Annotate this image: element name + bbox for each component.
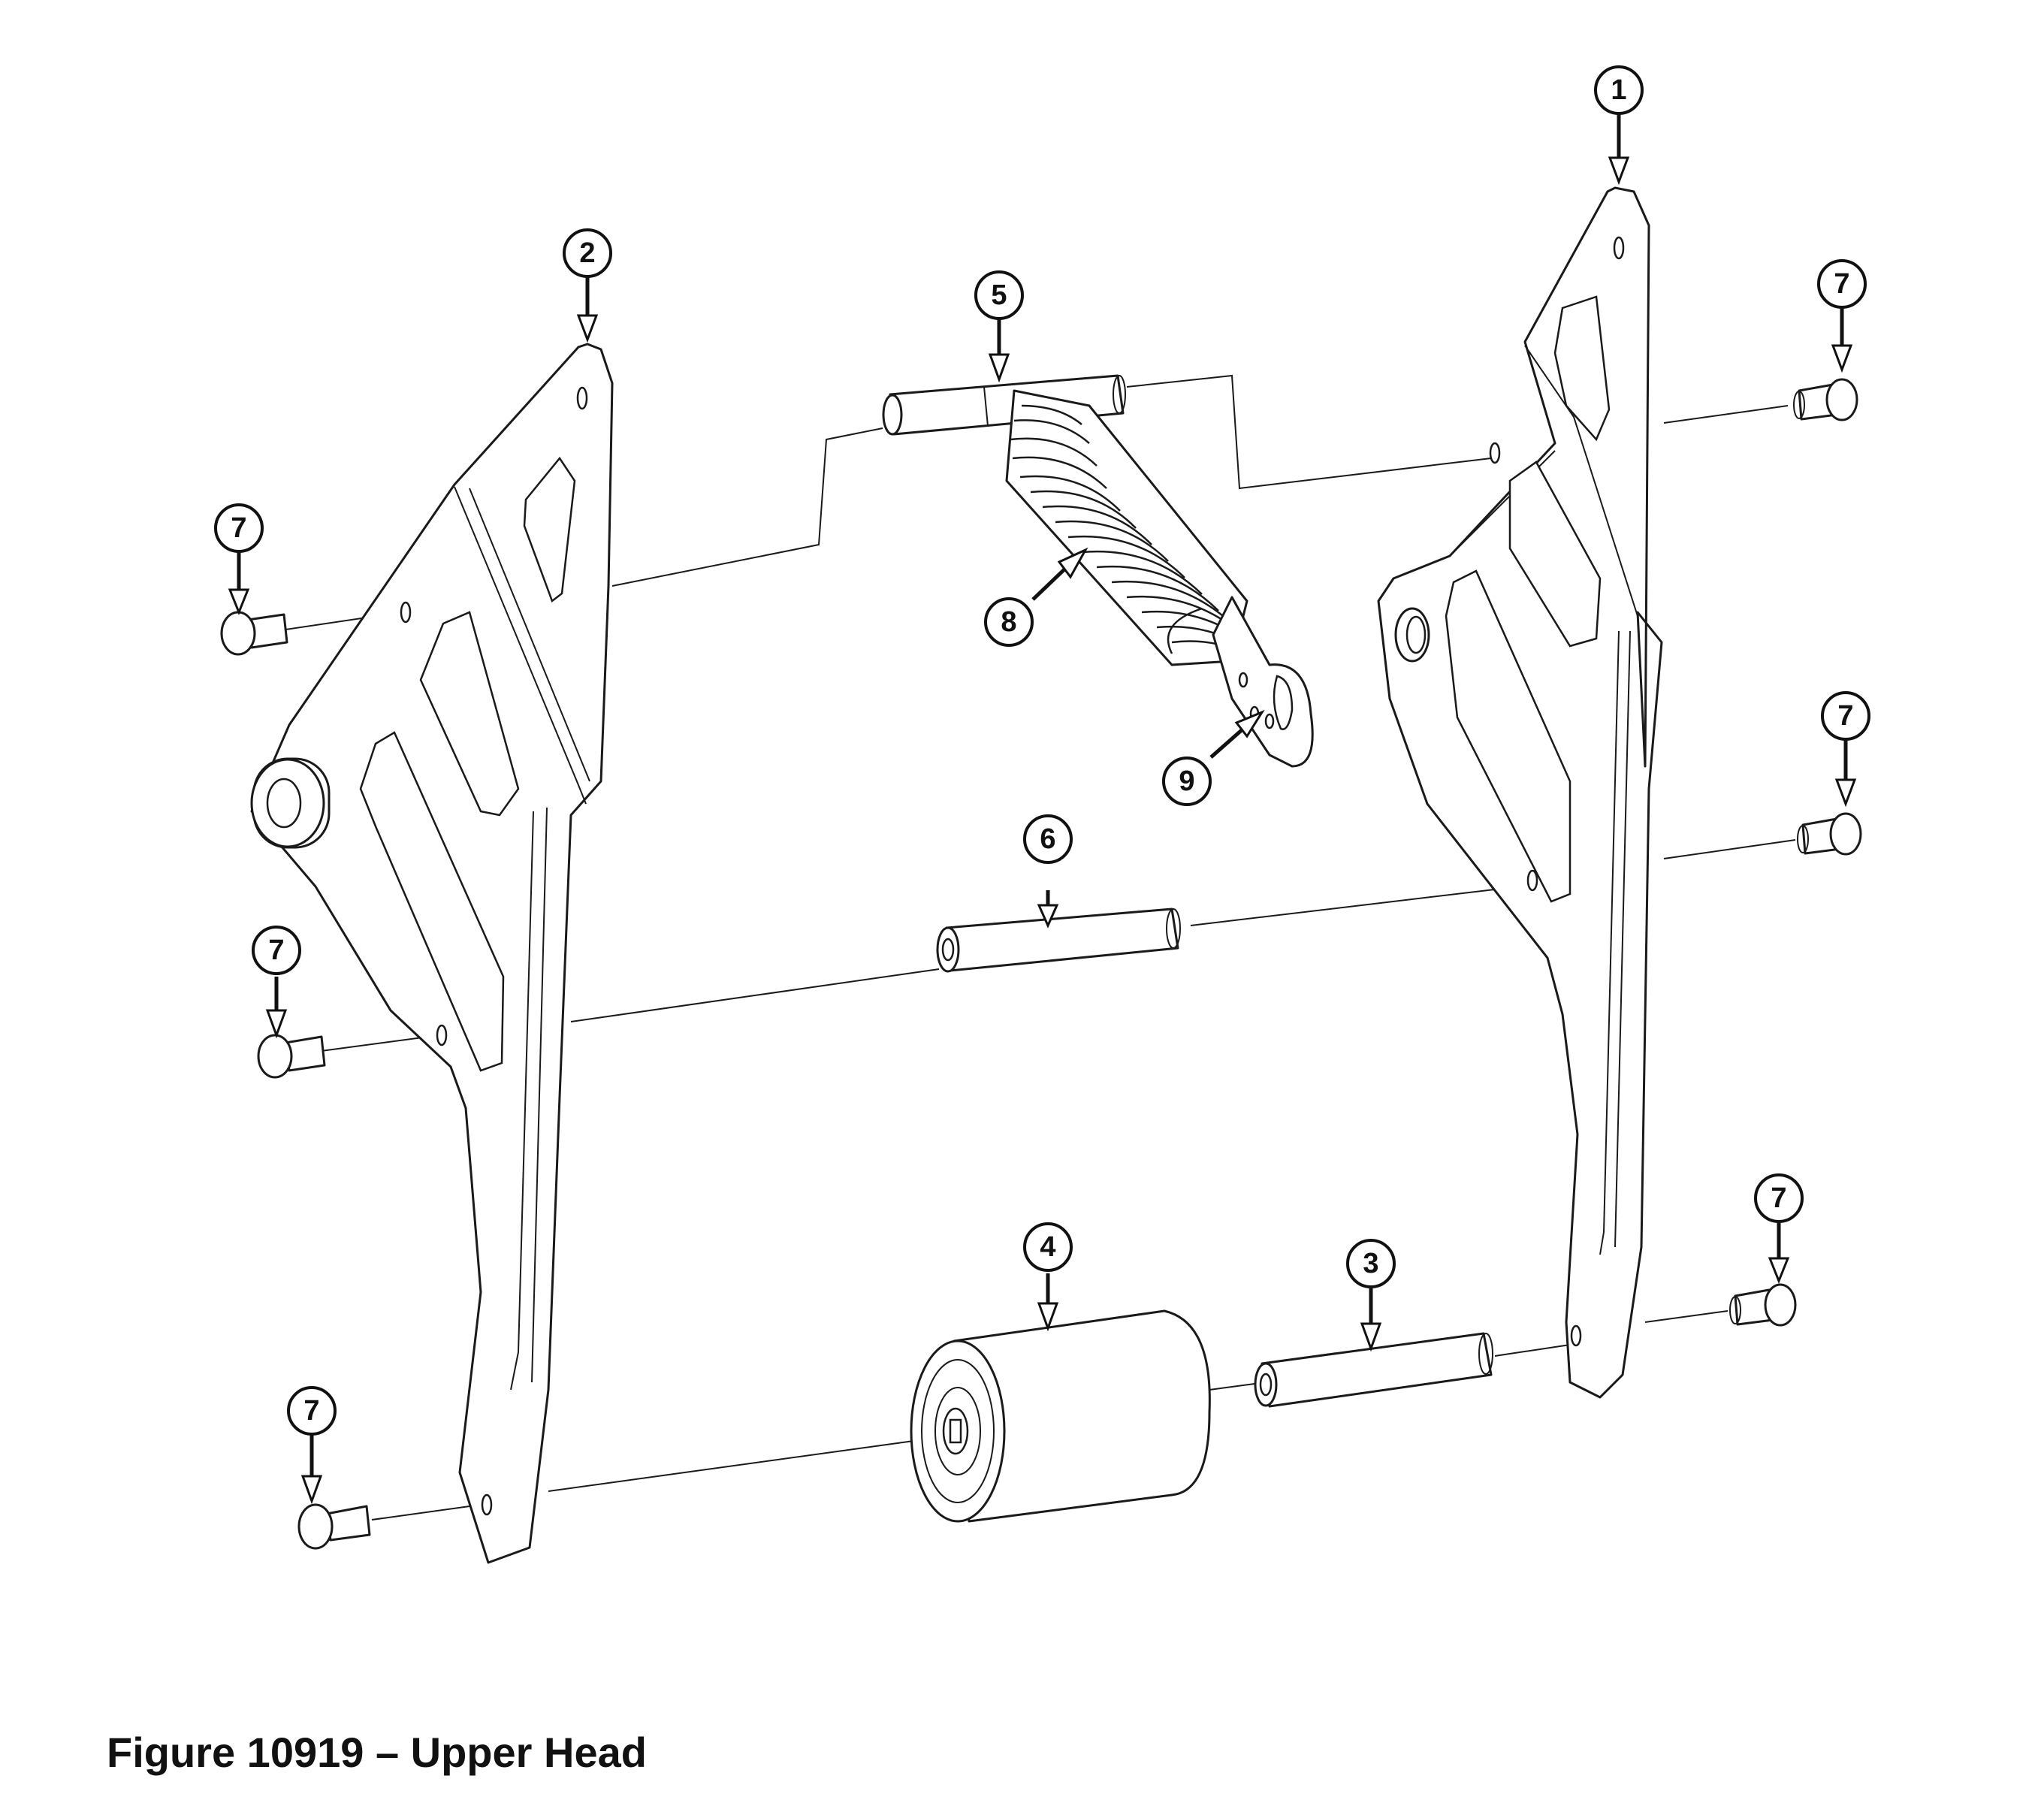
figure-caption: Figure 10919 – Upper Head <box>107 1729 647 1776</box>
callout-7-right-top: 7 <box>1817 259 1867 309</box>
svg-text:7: 7 <box>231 512 246 544</box>
svg-text:7: 7 <box>268 935 284 966</box>
svg-text:7: 7 <box>1837 700 1853 732</box>
callout-7-left-bottom: 7 <box>287 1386 337 1436</box>
screw-left-middle <box>257 1034 326 1079</box>
svg-text:3: 3 <box>1363 1248 1378 1279</box>
svg-text:7: 7 <box>303 1395 319 1427</box>
callout-9: 9 <box>1162 757 1212 806</box>
svg-text:2: 2 <box>579 237 595 269</box>
callout-7-right-bottom: 7 <box>1754 1173 1804 1223</box>
upper-spring-pin <box>882 374 1126 436</box>
left-side-plate <box>250 343 614 1564</box>
callout-6: 6 <box>1023 814 1073 864</box>
callout-2: 2 <box>563 228 612 278</box>
svg-text:1: 1 <box>1611 74 1626 106</box>
right-side-plate <box>1377 186 1663 1399</box>
svg-text:7: 7 <box>1834 268 1849 300</box>
spacer-tube <box>936 908 1181 973</box>
callout-8: 8 <box>984 597 1034 647</box>
screw-left-top <box>220 611 288 656</box>
svg-text:6: 6 <box>1040 823 1055 855</box>
roller-shaft <box>1254 1332 1493 1408</box>
callout-3: 3 <box>1346 1239 1396 1288</box>
callout-7-left-top: 7 <box>214 503 264 553</box>
svg-text:5: 5 <box>991 279 1007 311</box>
callout-4: 4 <box>1023 1222 1073 1272</box>
screw-left-bottom <box>297 1503 371 1550</box>
screw-right-bottom <box>1729 1283 1797 1327</box>
assembly-lines <box>285 374 1796 1521</box>
svg-text:4: 4 <box>1040 1231 1055 1263</box>
extension-spring <box>1005 389 1278 677</box>
callout-5: 5 <box>974 270 1024 320</box>
callout-7-right-middle: 7 <box>1821 691 1870 741</box>
callout-7-left-middle: 7 <box>252 926 301 975</box>
svg-text:8: 8 <box>1001 606 1016 638</box>
callout-1: 1 <box>1594 65 1644 115</box>
svg-text:9: 9 <box>1179 766 1194 797</box>
callout-leaders <box>228 113 1857 1505</box>
screw-right-middle <box>1797 812 1862 856</box>
roller <box>910 1309 1211 1523</box>
svg-text:7: 7 <box>1771 1182 1786 1214</box>
screw-right-top <box>1793 378 1858 421</box>
spring-anchor-bracket <box>1212 596 1314 768</box>
